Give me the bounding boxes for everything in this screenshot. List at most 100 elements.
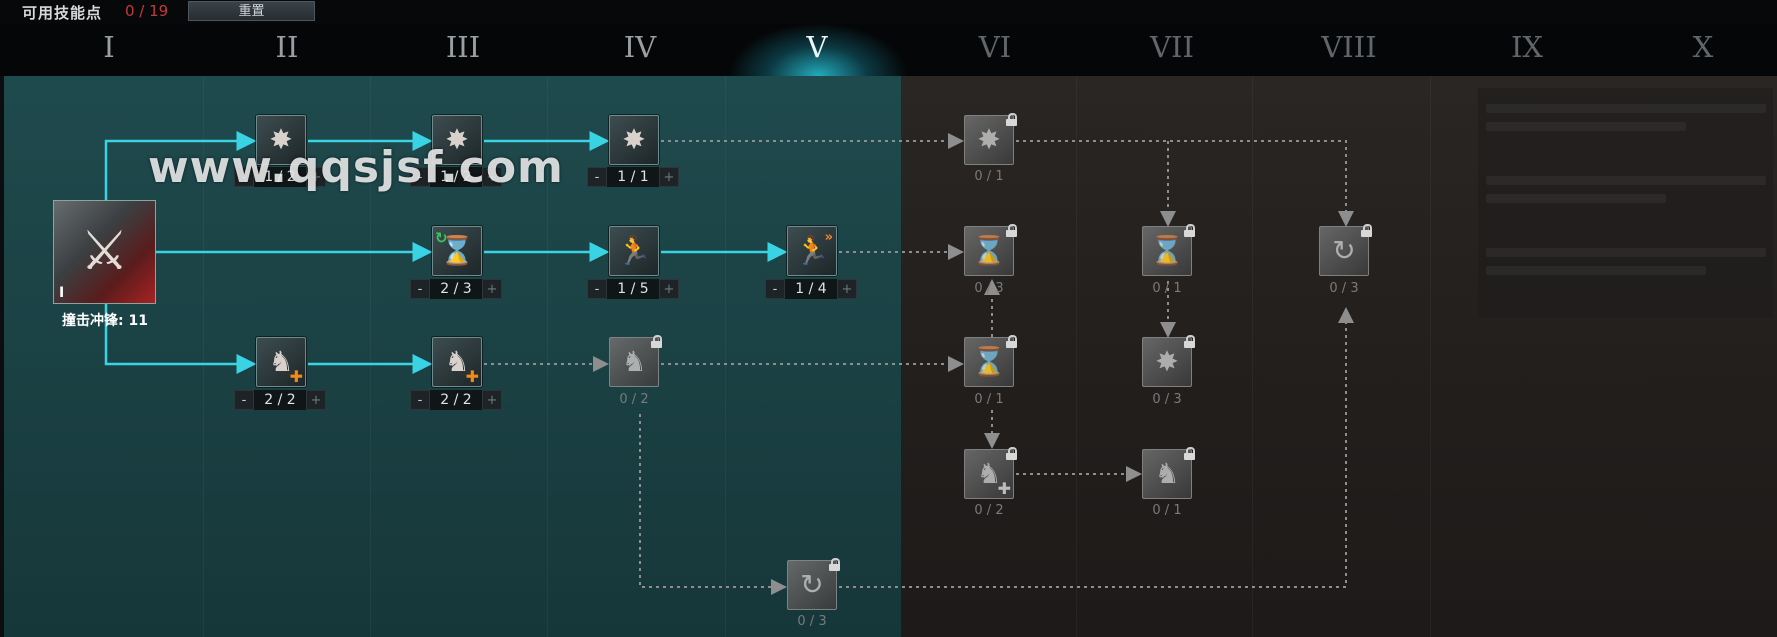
skill-counter-r3c2: - 2 / 2 + — [234, 390, 326, 410]
skill-node-r1c3[interactable]: ✸ — [432, 115, 482, 165]
tier-label-7[interactable]: VII — [1150, 30, 1194, 64]
skill-level: 0 / 1 — [1152, 503, 1182, 518]
skill-node-r1c4[interactable]: ✸ — [609, 115, 659, 165]
decrease-button[interactable]: - — [234, 390, 254, 410]
tier-label-8[interactable]: VIII — [1321, 30, 1377, 64]
skill-level: 1 / 1 — [607, 167, 659, 187]
decrease-button[interactable]: - — [410, 279, 430, 299]
column-divider — [725, 76, 726, 637]
column-divider — [547, 76, 548, 637]
root-skill-numeral: I — [59, 285, 65, 301]
tier-label-3[interactable]: III — [445, 30, 481, 64]
lock-icon — [1361, 224, 1372, 237]
increase-button[interactable]: + — [659, 279, 679, 299]
skill-level: 2 / 3 — [430, 279, 482, 299]
skill-counter-r1c2: - 1 / 2 + — [234, 167, 326, 187]
refresh-arrow-icon: ↻ — [435, 229, 448, 247]
lock-icon — [651, 335, 662, 348]
lock-icon — [1006, 224, 1017, 237]
root-skill-charge-icon[interactable]: ⚔ I — [53, 200, 156, 304]
skill-node-r1c6[interactable]: ✸ — [964, 115, 1014, 165]
link-locked — [839, 307, 1354, 588]
active-tier-glow — [730, 24, 906, 76]
increase-button[interactable]: + — [837, 279, 857, 299]
tier-label-10[interactable]: X — [1692, 30, 1714, 64]
column-divider — [370, 76, 371, 637]
tier-label-9[interactable]: IX — [1510, 30, 1544, 64]
skill-node-r3c6[interactable]: ⌛ — [964, 337, 1014, 387]
column-divider — [203, 76, 204, 637]
cycle-icon: ↻ — [800, 568, 824, 601]
skill-node-r2c5[interactable]: 🏃» — [787, 226, 837, 276]
skill-node-r2c6[interactable]: ⌛ — [964, 226, 1014, 276]
skill-level: 0 / 3 — [1329, 281, 1359, 296]
tier-label-2[interactable]: II — [275, 30, 299, 64]
decrease-button[interactable]: - — [587, 279, 607, 299]
lock-icon — [829, 558, 840, 571]
lock-icon — [1184, 335, 1195, 348]
increase-button[interactable]: + — [306, 390, 326, 410]
running-warrior-icon: 🏃 — [616, 234, 652, 267]
skill-node-r5c5[interactable]: ↻ — [787, 560, 837, 610]
skill-level: 0 / 2 — [619, 392, 649, 407]
link-locked — [639, 414, 787, 595]
skill-node-r3c7[interactable]: ✸ — [1142, 337, 1192, 387]
increase-button[interactable]: + — [482, 279, 502, 299]
skill-node-r2c4[interactable]: 🏃 — [609, 226, 659, 276]
description-line — [1486, 122, 1686, 131]
description-line — [1486, 194, 1666, 203]
tier-label-4[interactable]: IV — [623, 30, 657, 64]
increase-button[interactable]: + — [659, 167, 679, 187]
skill-node-r3c3[interactable]: ♞✚ — [432, 337, 482, 387]
tier-label-1[interactable]: I — [103, 30, 115, 64]
slash-burst-icon: ✸ — [445, 123, 469, 156]
increase-button[interactable]: + — [306, 167, 326, 187]
hourglass-icon: ⌛ — [971, 345, 1007, 378]
increase-button[interactable]: + — [482, 167, 502, 187]
column-divider — [1076, 76, 1077, 637]
skill-node-r4c7[interactable]: ♞ — [1142, 449, 1192, 499]
lock-icon — [1006, 113, 1017, 126]
lock-icon — [1006, 447, 1017, 460]
skill-points-value: 0 / 19 — [125, 2, 169, 20]
root-skill-label: 撞击冲锋: 11 — [62, 313, 148, 329]
decrease-button[interactable]: - — [410, 390, 430, 410]
skill-node-r2c8[interactable]: ↻ — [1319, 226, 1369, 276]
skill-node-r2c3[interactable]: ⌛↻ — [432, 226, 482, 276]
warrior-icon: ♞ — [268, 345, 294, 378]
skill-node-r4c6[interactable]: ♞✚ — [964, 449, 1014, 499]
skill-level: 1 / 5 — [607, 279, 659, 299]
link-active — [104, 131, 257, 200]
skill-level: 0 / 1 — [1152, 281, 1182, 296]
hourglass-icon: ⌛ — [971, 234, 1007, 267]
skill-node-r2c7[interactable]: ⌛ — [1142, 226, 1192, 276]
skill-counter-r2c3: - 2 / 3 + — [410, 279, 502, 299]
decrease-button[interactable]: - — [587, 167, 607, 187]
decrease-button[interactable]: - — [765, 279, 785, 299]
decrease-button[interactable]: - — [410, 167, 430, 187]
link-locked — [1016, 140, 1354, 227]
skill-level: 2 / 2 — [254, 390, 306, 410]
skill-node-r3c4[interactable]: ♞ — [609, 337, 659, 387]
lock-icon — [1184, 224, 1195, 237]
skill-level: 1 / 4 — [785, 279, 837, 299]
skill-level: 0 / 1 — [974, 169, 1004, 184]
skill-node-r3c2[interactable]: ♞✚ — [256, 337, 306, 387]
lock-icon — [1184, 447, 1195, 460]
warrior-icon: ♞ — [976, 457, 1002, 490]
increase-button[interactable]: + — [482, 390, 502, 410]
fast-forward-icon: » — [824, 230, 833, 245]
decrease-button[interactable]: - — [234, 167, 254, 187]
skill-node-r1c2[interactable]: ✸ — [256, 115, 306, 165]
tier-label-6[interactable]: VI — [978, 30, 1012, 64]
description-line — [1486, 266, 1706, 275]
skill-level: 0 / 3 — [1152, 392, 1182, 407]
skill-counter-r2c5: - 1 / 4 + — [765, 279, 857, 299]
description-line — [1486, 176, 1766, 185]
tier-label-5[interactable]: V — [806, 30, 828, 64]
slash-burst-icon: ✸ — [1155, 345, 1179, 378]
skill-counter-r2c4: - 1 / 5 + — [587, 279, 679, 299]
reset-button[interactable]: 重置 — [188, 1, 315, 21]
skill-description-panel — [1478, 88, 1773, 318]
